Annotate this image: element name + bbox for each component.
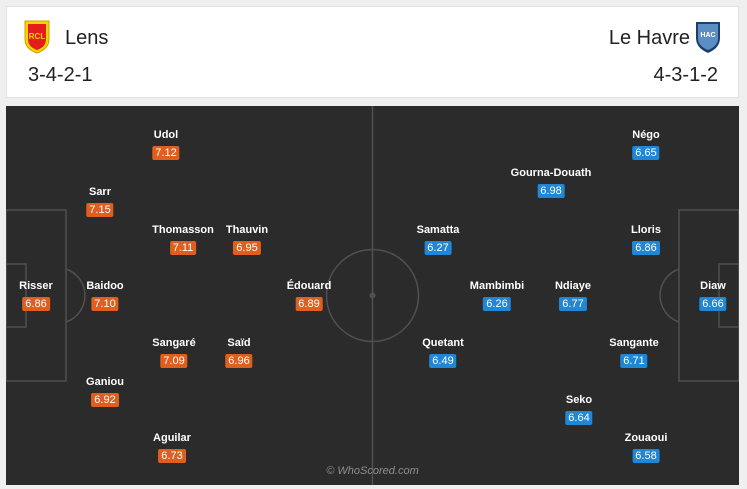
le-havre-crest-icon: HAC [696,22,720,53]
player-name: Thomasson [152,224,214,236]
player-name: Ndiaye [554,280,592,292]
home-player[interactable]: Sarr 7.15 [86,186,114,218]
player-rating-badge: 6.95 [233,241,261,255]
home-player[interactable]: Thomasson 7.11 [152,224,214,256]
away-player[interactable]: Seko 6.64 [565,394,593,426]
player-name: Édouard [286,280,332,292]
away-player[interactable]: Samatta 6.27 [416,224,460,256]
player-name: Gourna-Douath [510,167,592,179]
player-rating-badge: 6.73 [158,449,186,463]
svg-text:RCL: RCL [29,32,46,41]
svg-text:HAC: HAC [700,32,715,39]
home-player[interactable]: Udol 7.12 [152,129,180,161]
player-rating-badge: 6.64 [565,411,593,425]
player-rating-badge: 6.89 [295,297,323,311]
home-player[interactable]: Saïd 6.96 [225,337,253,369]
player-rating-badge: 6.77 [559,297,587,311]
player-name: Lloris [631,224,661,236]
lens-crest-icon: RCL [24,20,50,54]
home-player[interactable]: Aguilar 6.73 [153,432,191,464]
player-name: Baidoo [86,280,124,292]
home-player[interactable]: Ganiou 6.92 [86,376,124,408]
player-name: Sarr [88,186,112,198]
away-player[interactable]: Diaw 6.66 [699,280,727,312]
player-name: Saïd [227,337,251,349]
away-player[interactable]: Gourna-Douath 6.98 [510,167,592,199]
home-team-name: Lens [65,27,109,49]
away-player[interactable]: Quetant 6.49 [422,337,464,369]
pitch-markings [6,106,739,485]
player-name: Zouaoui [624,432,668,444]
player-rating-badge: 7.10 [91,297,119,311]
player-name: Négo [632,129,660,141]
player-rating-badge: 6.49 [429,354,457,368]
away-player[interactable]: Ndiaye 6.77 [555,280,591,312]
player-name: Aguilar [153,432,191,444]
home-player[interactable]: Édouard 6.89 [286,280,332,312]
home-formation: 3-4-2-1 [28,64,93,86]
player-rating-badge: 6.27 [424,241,452,255]
player-rating-badge: 7.09 [160,354,188,368]
player-name: Samatta [416,224,460,236]
player-rating-badge: 6.86 [22,297,50,311]
away-player[interactable]: Lloris 6.86 [631,224,661,256]
player-name: Ganiou [86,376,124,388]
player-rating-badge: 6.96 [225,354,253,368]
home-player[interactable]: Risser 6.86 [19,280,53,312]
player-name: Sangaré [152,337,196,349]
away-player[interactable]: Zouaoui 6.58 [624,432,668,464]
match-header: RCL Lens 3-4-2-1 Le Havre HAC 4-3-1-2 [6,6,739,98]
home-player[interactable]: Baidoo 7.10 [86,280,124,312]
player-name: Thauvin [225,224,269,236]
player-rating-badge: 6.92 [91,393,119,407]
watermark: © WhoScored.com [326,465,419,477]
home-player[interactable]: Sangaré 7.09 [152,337,196,369]
player-rating-badge: 7.12 [152,146,180,160]
player-rating-badge: 6.71 [620,354,648,368]
player-name: Sangante [609,337,659,349]
player-rating-badge: 6.98 [537,184,565,198]
player-rating-badge: 6.65 [632,146,660,160]
player-rating-badge: 7.15 [86,203,114,217]
player-rating-badge: 6.58 [632,449,660,463]
away-player[interactable]: Mambimbi 6.26 [470,280,524,312]
player-name: Mambimbi [469,280,525,292]
player-name: Quetant [422,337,464,349]
player-rating-badge: 6.86 [632,241,660,255]
away-formation: 4-3-1-2 [653,64,718,86]
player-name: Seko [565,394,593,406]
away-player[interactable]: Sangante 6.71 [609,337,659,369]
player-name: Diaw [700,280,726,292]
away-player[interactable]: Négo 6.65 [632,129,660,161]
player-rating-badge: 7.11 [169,241,197,255]
player-rating-badge: 6.26 [483,297,511,311]
player-name: Udol [153,129,179,141]
player-name: Risser [19,280,53,292]
away-team-name: Le Havre [608,27,690,49]
home-player[interactable]: Thauvin 6.95 [226,224,268,256]
player-rating-badge: 6.66 [699,297,727,311]
